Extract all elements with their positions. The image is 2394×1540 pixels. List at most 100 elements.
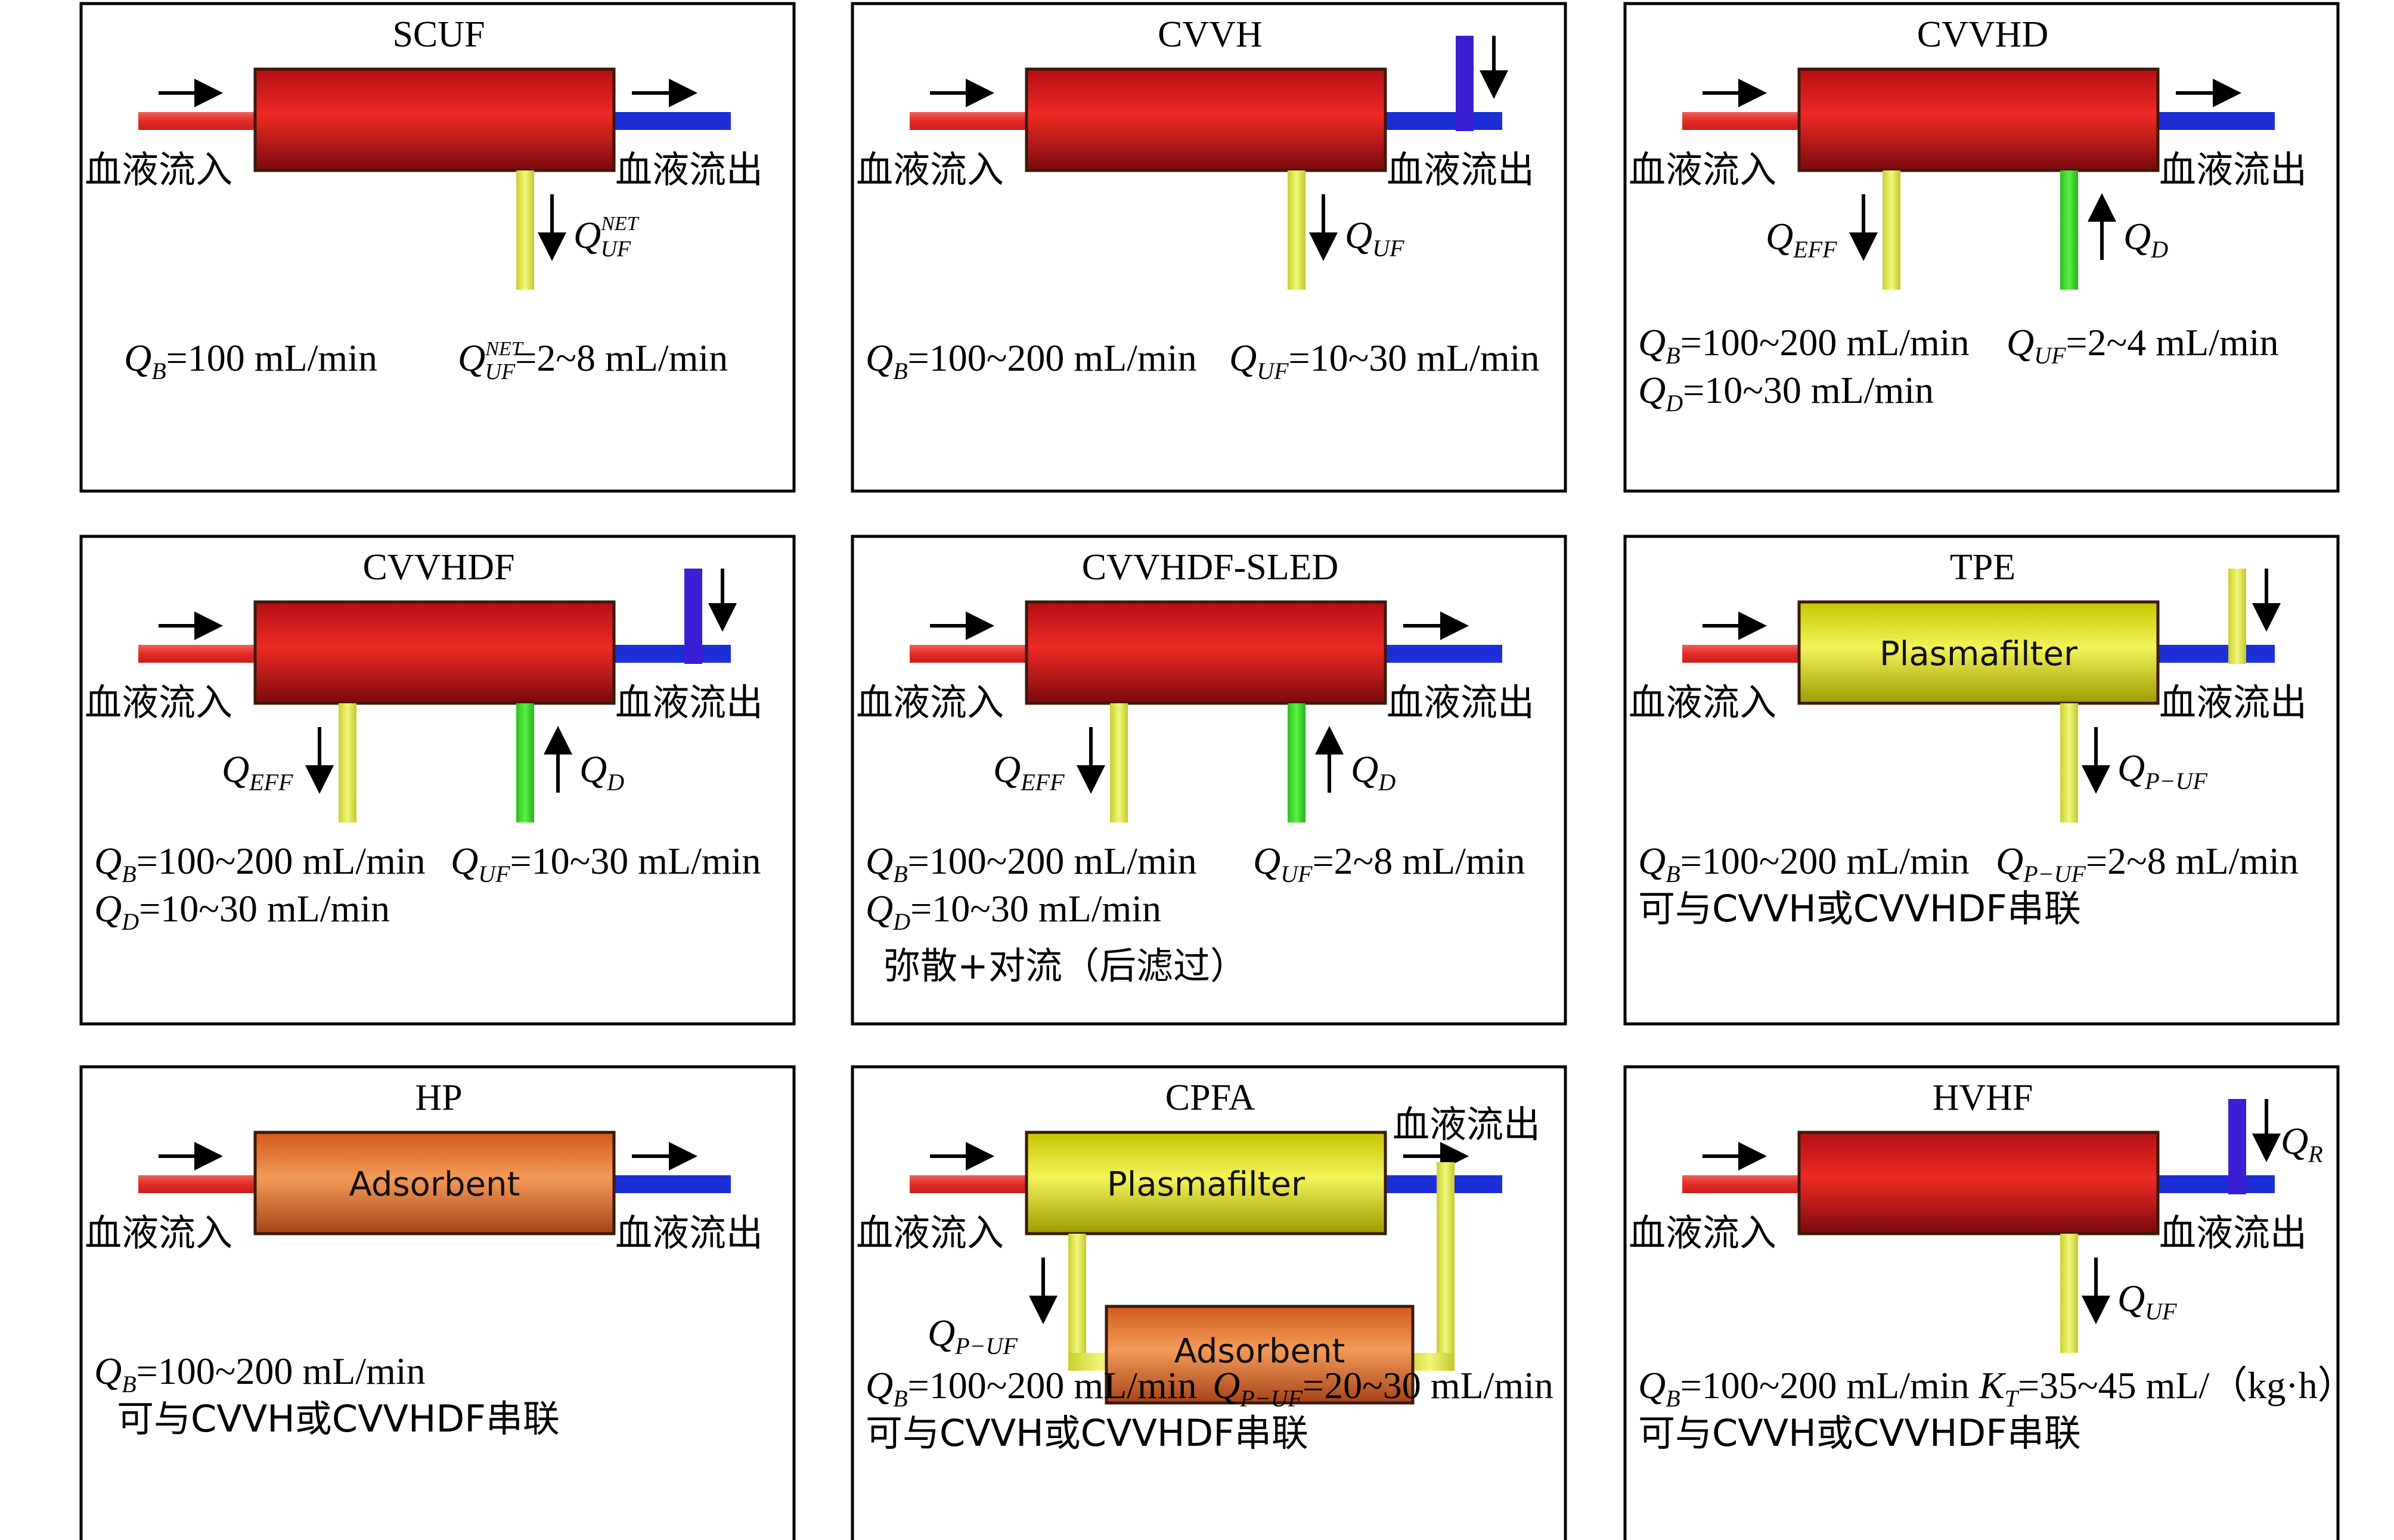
blood-out-tube — [2158, 1175, 2275, 1193]
plasma-return-tube — [1437, 1162, 1455, 1359]
formula-qb: QB=100~200 mL/min — [94, 840, 426, 887]
formula-second: QUF=10~30 mL/min — [451, 840, 761, 887]
blood-in-label: 血液流入 — [1629, 681, 1776, 724]
panel-note: 可与CVVH或CVVHDF串联 — [117, 1397, 560, 1440]
formula-qb: QB=100~200 mL/min — [94, 1350, 426, 1398]
panel-title: CVVHD — [1917, 14, 2048, 55]
formula-second: QUF=2~4 mL/min — [2007, 321, 2278, 369]
dialysate-flow-label: QD — [1351, 748, 1396, 796]
blood-in-tube — [138, 112, 255, 130]
formula-qb: QB=100~200 mL/min — [866, 840, 1197, 887]
panel-hvhf: HVHF血液流入血液流出QRQUFQB=100~200 mL/min KT=35… — [1623, 1065, 2356, 1540]
formula-qd: QD=10~30 mL/min — [94, 887, 390, 935]
panel-title: SCUF — [392, 14, 485, 55]
formula-qd: QD=10~30 mL/min — [866, 887, 1161, 935]
blood-out-label: 血液流出 — [1387, 681, 1534, 724]
blood-out-tube — [2158, 645, 2275, 663]
panel-title: TPE — [1950, 547, 2015, 588]
blood-in-label: 血液流入 — [85, 1211, 232, 1255]
replacement-tube — [1456, 36, 1474, 131]
effluent-flow-label: QEFF — [222, 748, 293, 796]
panel-title: CVVHDF — [363, 547, 515, 588]
filter-body — [1025, 1131, 1387, 1235]
blood-in-tube — [910, 112, 1027, 130]
dialysate-tube — [516, 703, 534, 822]
filter-body — [1797, 600, 2160, 705]
filter-body — [253, 67, 616, 172]
panel-title: CVVH — [1158, 14, 1263, 55]
dialysate-tube — [1288, 703, 1305, 822]
panel-note: 可与CVVH或CVVHDF串联 — [1638, 887, 2081, 930]
adsorbent-label: Adsorbent — [1174, 1332, 1345, 1371]
effluent-flow-label: QUF — [1345, 214, 1404, 262]
blood-out-label: 血液流出 — [1393, 1103, 1540, 1146]
blood-out-tube — [1385, 645, 1502, 663]
formula-second: QUF=10~30 mL/min — [1229, 337, 1539, 384]
blood-out-tube — [614, 112, 731, 130]
panel-title: HVHF — [1933, 1078, 2033, 1118]
adsorbent-body — [1105, 1305, 1415, 1405]
filter-label: Plasmafilter — [1880, 635, 2078, 673]
blood-in-tube — [1682, 645, 1799, 663]
blood-in-tube — [138, 1175, 255, 1193]
filter-body — [1025, 600, 1387, 705]
formula-qb: QB=100~200 mL/min — [1638, 1364, 1970, 1412]
formula-qd: QD=10~30 mL/min — [1638, 369, 1934, 417]
blood-in-label: 血液流入 — [856, 681, 1004, 724]
plasma-out-tube — [1068, 1234, 1086, 1365]
dialysate-tube — [2060, 170, 2078, 290]
effluent-flow-label: QEFF — [993, 748, 1065, 796]
blood-out-label: 血液流出 — [2159, 1211, 2307, 1255]
blood-in-tube — [1682, 112, 1799, 130]
effluent-tube — [1110, 703, 1128, 822]
effluent-tube — [2060, 1234, 2078, 1353]
filter-label: Plasmafilter — [1107, 1165, 1305, 1204]
blood-out-tube — [1385, 112, 1502, 130]
panel-title: CVVHDF-SLED — [1082, 547, 1339, 588]
replacement-label: QR — [2281, 1120, 2323, 1168]
formula-qb: QB=100~200 mL/min — [866, 337, 1197, 384]
effluent-flow-label: QP−UF — [2117, 747, 2208, 794]
formula-qb: QB=100~200 mL/min — [1638, 321, 1970, 369]
formula-qb: QB=100~200 mL/min — [1638, 840, 1970, 887]
panel-cvvh: CVVH 血液流入 血液流出 QUF QB=100~200 mL/min QUF=10~3… — [851, 2, 1567, 493]
filter-body — [1797, 1131, 2160, 1235]
panel-title: CPFA — [1165, 1078, 1255, 1118]
blood-out-label: 血液流出 — [615, 1211, 763, 1255]
filter-body — [253, 1131, 616, 1235]
panel-note: 可与CVVH或CVVHDF串联 — [866, 1411, 1308, 1455]
effluent-tube — [1288, 170, 1305, 290]
formula-second: QUF=2~8 mL/min — [1253, 840, 1525, 887]
filter-body — [1797, 67, 2160, 172]
blood-in-label: 血液流入 — [85, 148, 232, 191]
blood-out-tube — [2158, 112, 2275, 130]
effluent-tube — [516, 170, 534, 290]
panel-cvvhdf-sled: CVVHDF-SLED 血液流入 血液流出 QEFF QD QB=100~200 mL/m… — [851, 535, 1567, 1026]
blood-in-label: 血液流入 — [856, 1211, 1004, 1255]
panel-title: HP — [415, 1078, 462, 1118]
formula-second: QP−UF=2~8 mL/min — [1996, 840, 2299, 887]
effluent-flow-label: QUF — [2117, 1277, 2177, 1325]
blood-out-label: 血液流出 — [2159, 681, 2307, 724]
blood-out-label: 血液流出 — [615, 148, 763, 191]
replacement-tube — [684, 569, 702, 664]
blood-in-tube — [1682, 1175, 1799, 1193]
blood-in-tube — [910, 645, 1027, 663]
formula-second: KT=35~45 mL/（kg·h） — [1979, 1364, 2356, 1412]
dialysate-flow-label: QD — [2123, 215, 2168, 263]
panel-hp: HP血液流入血液流出AdsorbentQB=100~200 mL/min可与CV… — [79, 1065, 796, 1540]
replacement-tube — [2228, 1099, 2246, 1194]
effluent-tube — [339, 703, 356, 822]
panel-note: 可与CVVH或CVVHDF串联 — [1638, 1411, 2081, 1455]
filter-body — [253, 600, 616, 705]
effluent-tube — [1883, 170, 1900, 290]
blood-in-label: 血液流入 — [856, 148, 1004, 191]
blood-out-label: 血液流出 — [2159, 148, 2307, 191]
blood-out-label: 血液流出 — [1387, 148, 1534, 191]
